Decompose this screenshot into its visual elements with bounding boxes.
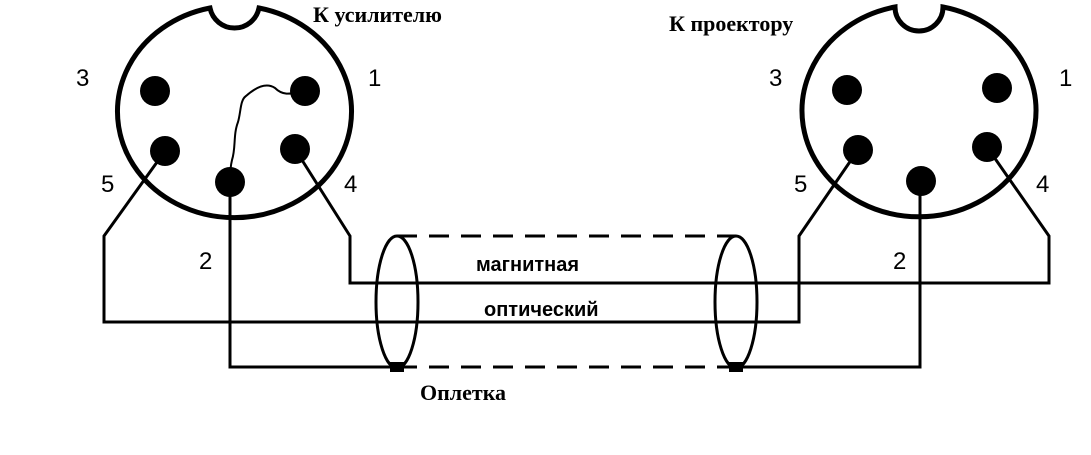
right-pin-label-2: 2 xyxy=(893,248,906,275)
wires xyxy=(102,146,1051,369)
left-connector-title: К усилителю xyxy=(313,2,442,27)
wire-magnetic xyxy=(293,146,1051,285)
wire-optical xyxy=(102,149,860,324)
left-pin-3-dot xyxy=(140,76,170,106)
shield-right-ring xyxy=(713,234,759,370)
right-pin-label-1: 1 xyxy=(1059,65,1072,92)
right-pin-label-4: 4 xyxy=(1036,171,1049,198)
wire-label-optical: оптический xyxy=(484,299,599,321)
left-pin-label-3: 3 xyxy=(76,65,89,92)
braid-node-right xyxy=(729,362,743,372)
left-connector xyxy=(115,5,354,221)
shield-left-ring xyxy=(374,234,420,370)
wire-label-magnetic: магнитная xyxy=(476,254,579,276)
right-pin-3-dot xyxy=(832,75,862,105)
wire-braid-left xyxy=(228,182,397,369)
left-pin1-to-pin2-jumper xyxy=(229,84,306,183)
left-pin-label-5: 5 xyxy=(101,171,114,198)
right-connector-body xyxy=(799,3,1039,220)
left-pin-label-2: 2 xyxy=(199,248,212,275)
cable-shield xyxy=(374,234,759,372)
braid-label: Оплетка xyxy=(420,380,506,405)
right-pin-label-3: 3 xyxy=(769,65,782,92)
left-pin-label-1: 1 xyxy=(368,65,381,92)
right-pin-label-5: 5 xyxy=(794,171,807,198)
left-connector-body xyxy=(115,5,354,221)
wire-braid-right xyxy=(735,181,922,369)
braid-node-left xyxy=(390,362,404,372)
right-connector-title: К проектору xyxy=(669,11,793,36)
right-pin-1-dot xyxy=(982,73,1012,103)
left-pin-label-4: 4 xyxy=(344,171,357,198)
